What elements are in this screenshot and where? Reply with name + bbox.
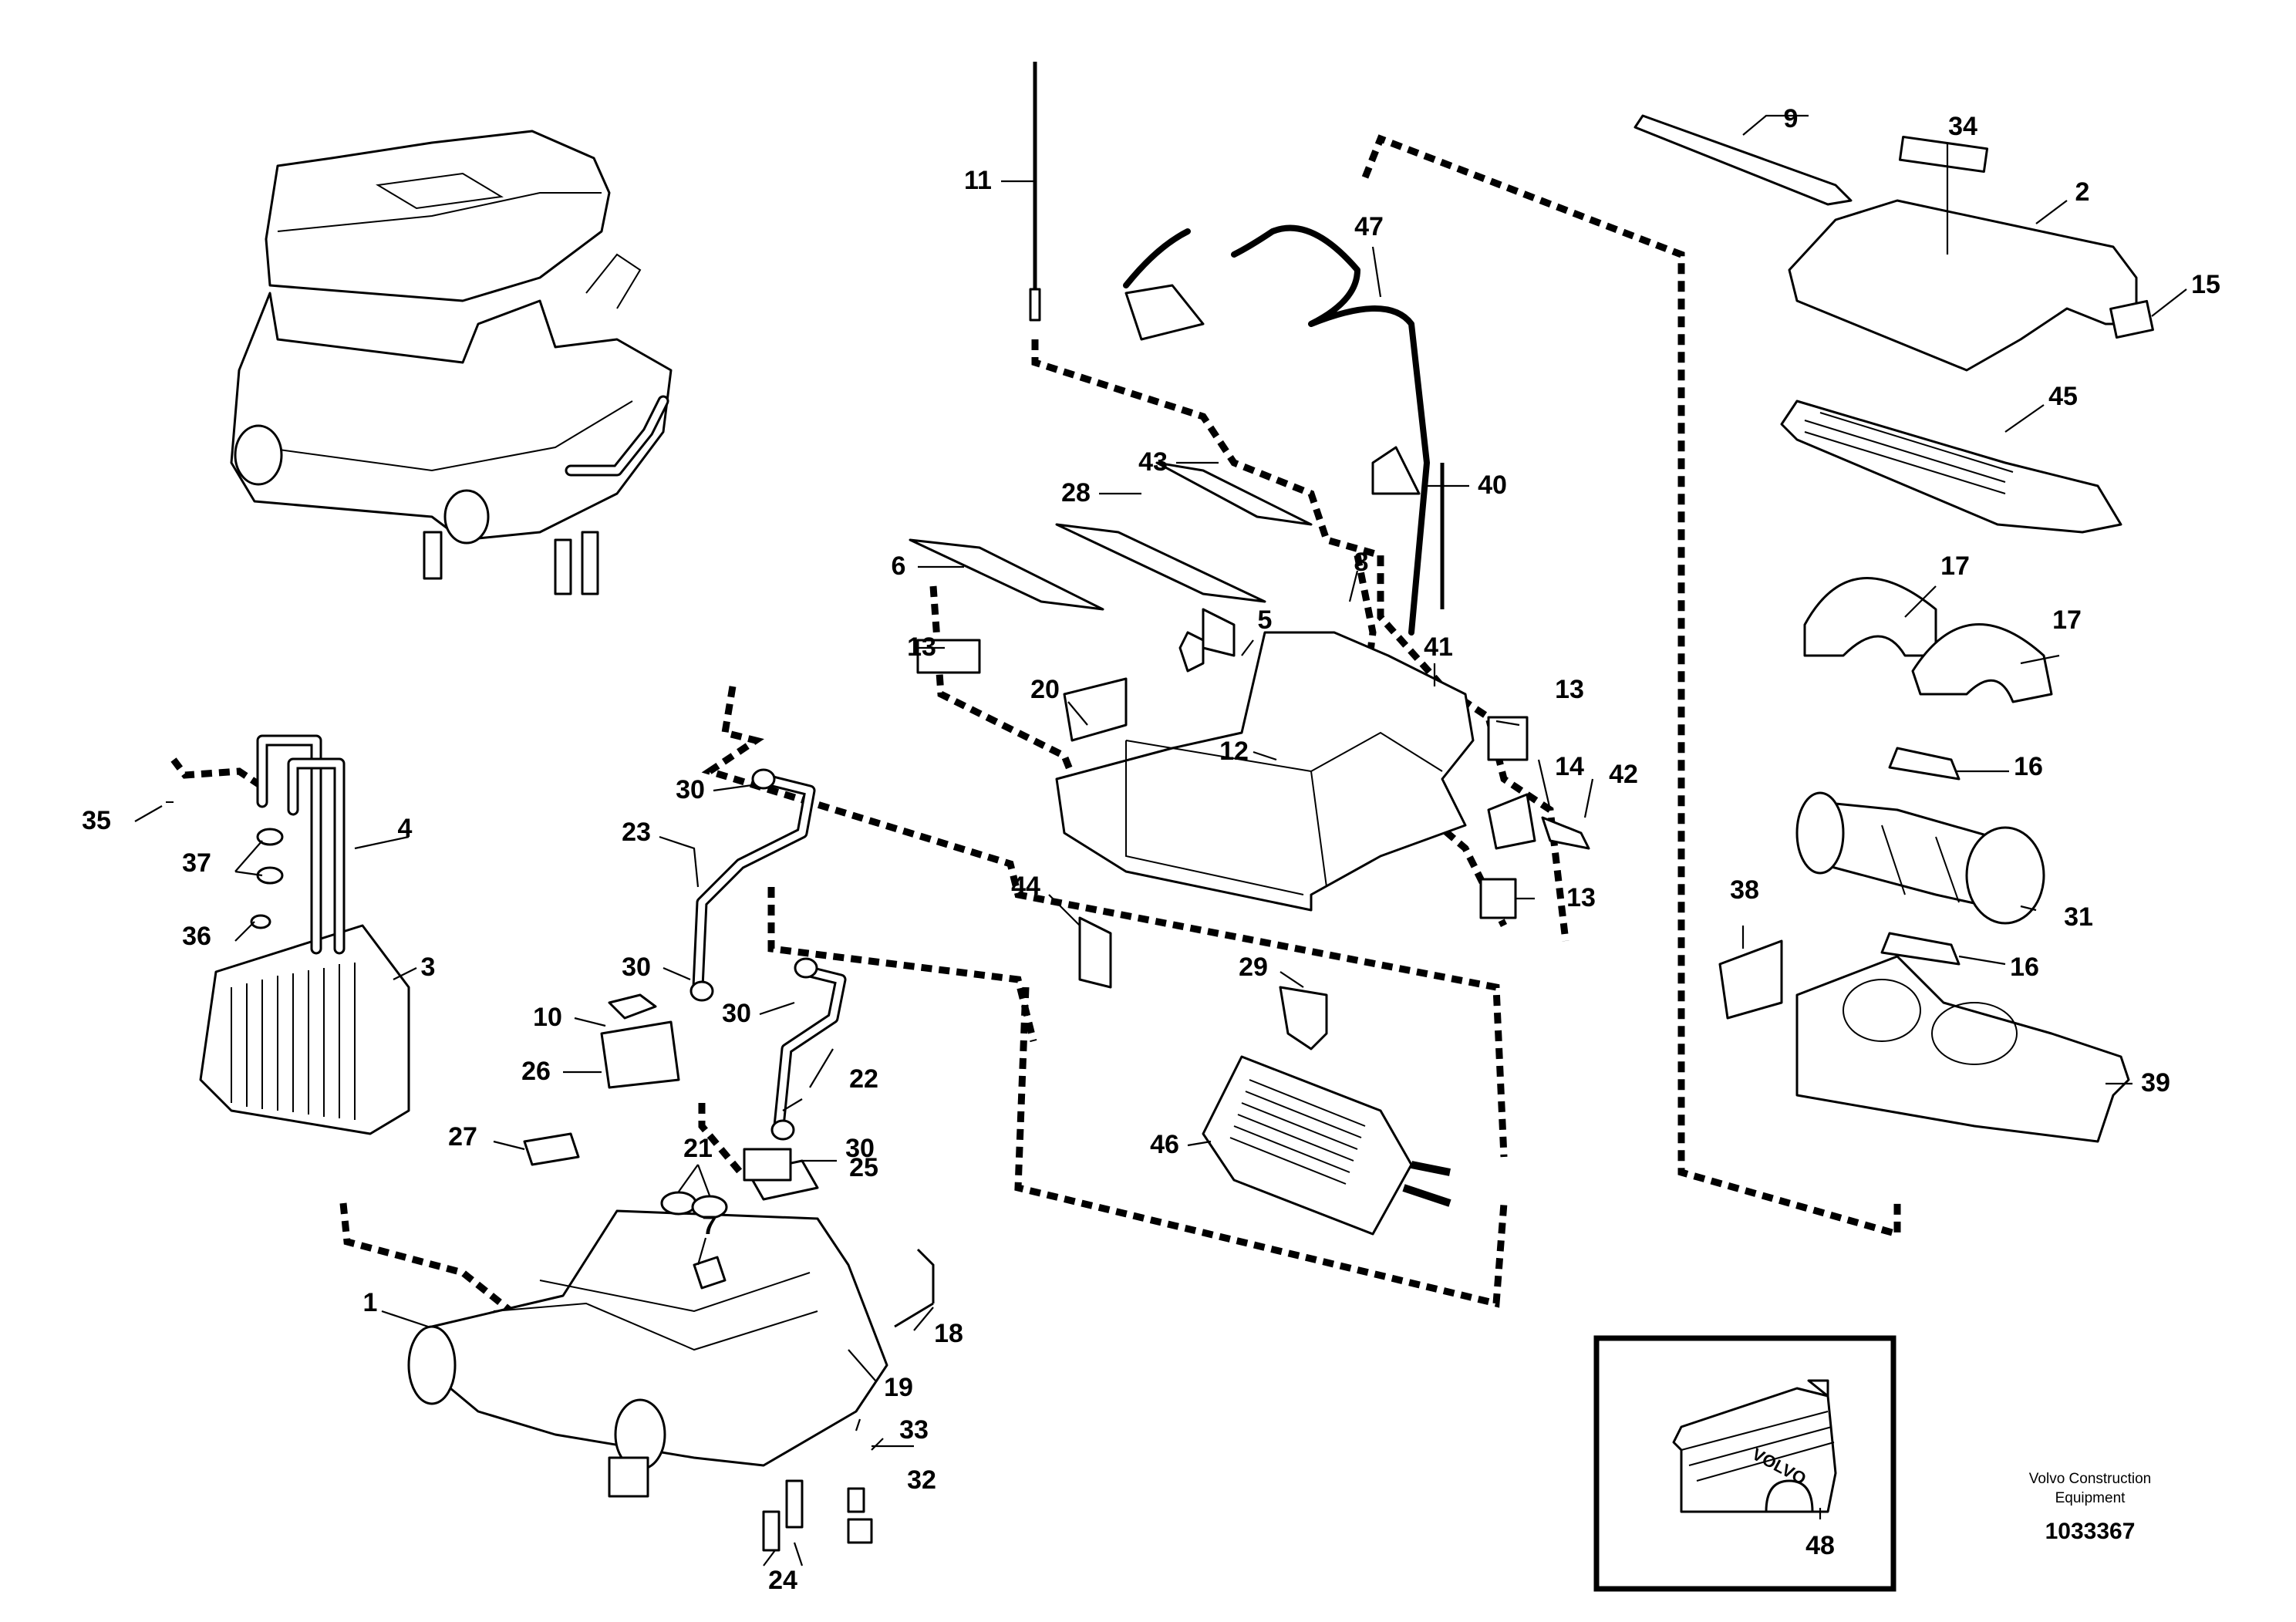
callout-16a: 16 — [2014, 752, 2043, 781]
credit-line-2: Equipment — [2055, 1490, 2126, 1506]
callout-32: 32 — [907, 1465, 936, 1495]
callout-44: 44 — [1011, 872, 1040, 901]
callout-5: 5 — [1258, 605, 1273, 635]
callout-10: 10 — [533, 1003, 562, 1032]
callout-28: 28 — [1061, 478, 1091, 508]
callout-26: 26 — [521, 1057, 551, 1086]
callout-4: 4 — [398, 814, 413, 843]
callout-13c: 13 — [1566, 883, 1596, 912]
overview-assembly — [230, 130, 673, 595]
inset-box: VOLVO — [1593, 1335, 1896, 1592]
leader-lines — [134, 114, 2187, 1566]
callout-37: 37 — [182, 848, 211, 878]
callout-6: 6 — [892, 551, 906, 581]
callout-43: 43 — [1138, 447, 1168, 477]
callout-47: 47 — [1354, 212, 1384, 241]
callout-17b: 17 — [2052, 605, 2082, 635]
callout-12: 12 — [1219, 737, 1249, 766]
credit-block: Volvo Construction Equipment 1033367 — [2029, 1471, 2151, 1544]
hoses — [689, 768, 847, 1182]
callout-13a: 13 — [907, 632, 936, 662]
callout-27: 27 — [448, 1122, 477, 1152]
callout-42: 42 — [1609, 760, 1638, 789]
callout-22: 22 — [849, 1064, 878, 1094]
callout-15: 15 — [2191, 270, 2220, 299]
wire-harness — [1029, 62, 1445, 636]
callout-35: 35 — [82, 806, 111, 835]
callout-40: 40 — [1478, 470, 1507, 500]
callout-20: 20 — [1030, 675, 1060, 704]
callout-21: 21 — [683, 1134, 713, 1163]
callout-8: 8 — [1354, 548, 1369, 577]
callout-14: 14 — [1555, 752, 1584, 781]
callout-31: 31 — [2064, 902, 2093, 932]
callout-17a: 17 — [1940, 551, 1970, 581]
callout-11: 11 — [964, 166, 992, 195]
callout-3: 3 — [421, 953, 436, 982]
callout-30b: 30 — [622, 953, 651, 982]
callout-13b: 13 — [1555, 675, 1584, 704]
air-flaps — [909, 461, 1313, 611]
center-housing — [916, 608, 1590, 919]
lower-housing — [407, 993, 935, 1552]
callout-labels: 9 34 2 15 45 17 17 16 31 16 39 38 11 47 … — [82, 104, 2220, 1595]
credit-line-1: Volvo Construction — [2029, 1471, 2151, 1487]
blower-housing — [1718, 939, 2130, 1143]
fan-housings — [1795, 577, 2053, 966]
callout-25-label: 25 — [849, 1153, 878, 1182]
heater-core — [1078, 916, 1451, 1236]
callout-48: 48 — [1805, 1531, 1835, 1560]
evaporator — [166, 734, 410, 1135]
callout-33: 33 — [899, 1415, 929, 1445]
callout-16b: 16 — [2010, 953, 2039, 982]
callout-39: 39 — [2141, 1068, 2170, 1098]
callout-45: 45 — [2048, 382, 2078, 411]
callout-18: 18 — [934, 1319, 963, 1348]
callout-36: 36 — [182, 922, 211, 951]
callout-34: 34 — [1948, 112, 1977, 141]
callout-29: 29 — [1239, 953, 1268, 982]
callout-30e: 30 — [845, 1134, 875, 1163]
callout-38: 38 — [1730, 875, 1759, 905]
callout-23: 23 — [622, 818, 651, 847]
callout-19: 19 — [884, 1373, 913, 1402]
callout-30c: 30 — [722, 999, 751, 1028]
callout-24: 24 — [768, 1566, 797, 1595]
callout-1: 1 — [363, 1288, 378, 1317]
callout-46: 46 — [1150, 1130, 1179, 1159]
callout-7: 7 — [703, 1211, 717, 1240]
filter-cover — [1633, 114, 2154, 534]
reference-number: 1033367 — [2045, 1519, 2136, 1544]
callout-41: 41 — [1424, 632, 1453, 662]
callout-2: 2 — [2075, 177, 2090, 207]
callout-30a: 30 — [676, 775, 705, 804]
callout-9: 9 — [1784, 104, 1799, 133]
